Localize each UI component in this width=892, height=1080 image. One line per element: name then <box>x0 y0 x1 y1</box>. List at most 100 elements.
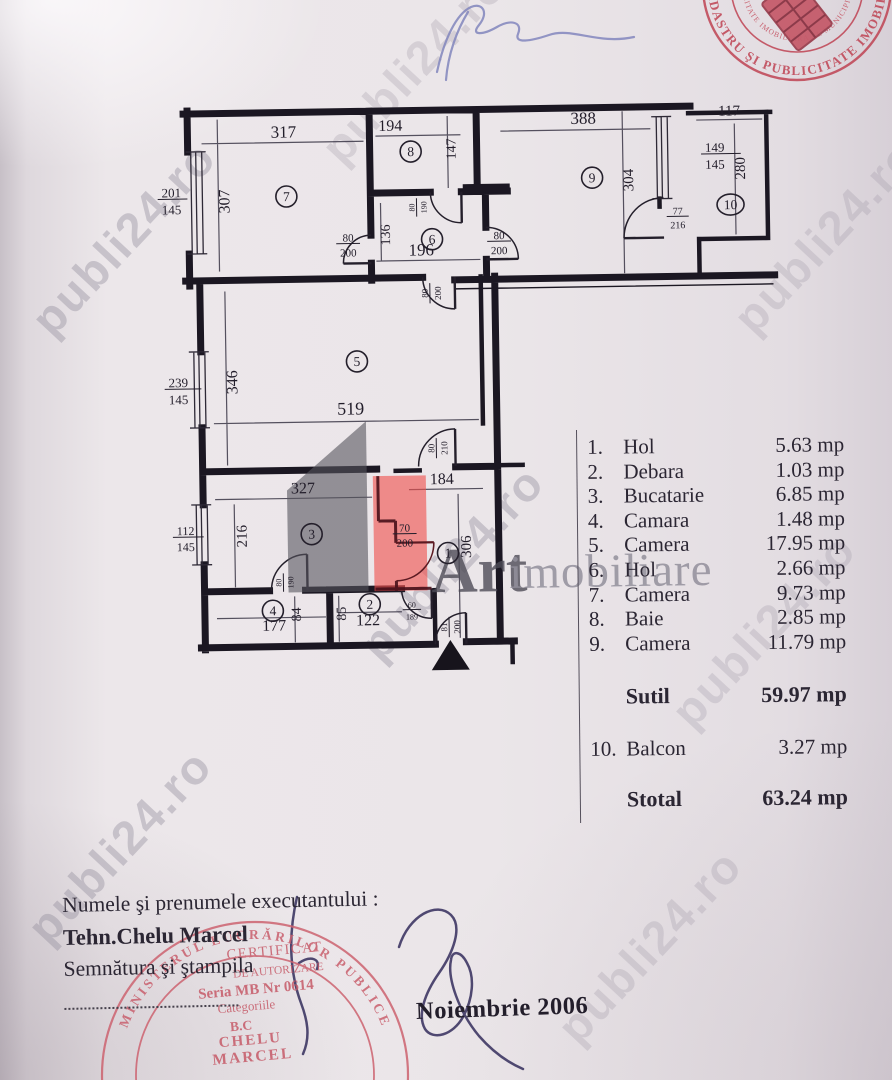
logo-imobiliare-text: imobiliare <box>509 544 713 599</box>
dimension-label: 84 <box>290 607 305 621</box>
dimension-label: 200 <box>433 286 443 300</box>
legend-cell: Camera <box>625 630 691 656</box>
legend-cell: 1. <box>587 434 604 459</box>
room-number-text: 3 <box>308 527 315 542</box>
dimension-label: 519 <box>337 398 364 418</box>
room-number: 4 <box>261 599 285 623</box>
balcon-value: 3.27 mp <box>778 734 848 759</box>
legend-cell: 3. <box>587 483 604 509</box>
dimension-label: 304 <box>621 168 637 191</box>
dimension-label: 189 <box>406 612 418 621</box>
legend-cell: 2. <box>587 459 604 484</box>
room-number-text: 9 <box>589 170 596 185</box>
legend-cell: Hol <box>624 557 657 582</box>
dimension-label: 177 <box>262 618 286 635</box>
room-number: 9 <box>580 166 604 189</box>
legend-cell: 5. <box>588 533 605 558</box>
balcon-label: Balcon <box>626 735 686 761</box>
room-number: 8 <box>399 140 422 163</box>
legend-cell: 9.73 mp <box>776 579 846 605</box>
window-lines <box>185 115 673 566</box>
legend-sutil-row: Sutil 59.97 mp <box>590 681 847 710</box>
dimension-label: 85 <box>335 607 350 621</box>
dimension-label: 60 <box>408 601 416 610</box>
dimension-label: 306 <box>459 535 475 558</box>
dimension-label: 80 <box>426 443 436 453</box>
dimension-label: 80 <box>493 230 505 242</box>
dimension-label: 149 <box>705 140 725 155</box>
legend-cell: Debara <box>623 458 685 484</box>
dimension-label: 216 <box>235 524 251 547</box>
dimension-label: 117 <box>718 103 741 119</box>
sutil-value: 59.97 mp <box>761 681 847 708</box>
stamp-line-chelu: CHELU <box>218 1030 282 1051</box>
stotal-value: 63.24 mp <box>762 783 848 810</box>
dimension-label: 200 <box>491 245 508 257</box>
legend-stotal-row: Stotal 63.24 mp <box>591 783 848 812</box>
handwritten-signature-bottom <box>290 895 525 1071</box>
stamp-line-bc: B.C <box>229 1017 252 1034</box>
dimension-label: 190 <box>419 201 428 213</box>
room-number-text: 6 <box>429 232 436 247</box>
balcon-number: 10. <box>590 736 617 761</box>
legend-cell: 11.79 mp <box>767 628 847 654</box>
legend-cell: 17.95 mp <box>765 530 846 556</box>
sutil-label: Sutil <box>625 683 670 709</box>
dimension-label: 122 <box>356 612 380 629</box>
legend-cell: 7. <box>588 582 605 607</box>
stamp-line-marcel: MARCEL <box>212 1045 294 1069</box>
dimension-label: 200 <box>396 538 413 550</box>
legend-cell: Baie <box>624 606 664 631</box>
stamp-line-categoriile: Categoriile <box>217 996 276 1016</box>
legend-row: 2. Debara 1.03 mp <box>587 457 844 484</box>
legend-cell: 1.03 mp <box>775 456 845 482</box>
dimension-label: 216 <box>670 220 685 231</box>
dimension-label: 210 <box>439 441 449 455</box>
legend-cell: 6.85 mp <box>775 481 845 507</box>
dimension-label: 112 <box>177 524 195 538</box>
room-number: 6 <box>420 227 444 251</box>
dimension-label: 147 <box>444 138 459 159</box>
dimension-label: 80 <box>342 232 354 244</box>
dimension-label: 190 <box>286 576 295 588</box>
legend-cell: 2.66 mp <box>776 555 846 580</box>
legend-cell: Camera <box>624 581 691 607</box>
stotal-label: Stotal <box>626 785 682 812</box>
dimension-label: 201 <box>161 185 181 200</box>
room-number: 3 <box>300 522 323 546</box>
legend-row: 7. Camera 9.73 mp <box>589 580 846 607</box>
room-number-text: 5 <box>353 354 360 369</box>
stamp-coat-of-arms <box>761 0 833 51</box>
legend-cell: 5.63 mp <box>775 432 845 457</box>
dimension-label: 239 <box>168 375 188 390</box>
dimension-label: 317 <box>270 122 296 141</box>
legend-cell: 6. <box>588 557 605 582</box>
certificate-stamp: MINISTERUL LUCRĂRILOR PUBLICE CERTIFICAT… <box>100 920 410 1080</box>
dimension-label: 80 <box>274 579 283 587</box>
legend-row: 6. Hol 2.66 mp <box>588 555 845 582</box>
legend-cell: 2.85 mp <box>777 604 847 630</box>
dimension-lines <box>201 111 763 643</box>
ocpi-stamp: DE CADASTRU ŞI PUBLICITATE IMOBILIARĂ PU… <box>645 0 892 82</box>
dimension-label: 280 <box>733 157 749 180</box>
legend-balcon-row: 10. Balcon 3.27 mp <box>590 734 847 761</box>
walls <box>179 102 779 665</box>
room-number-text: 1 <box>444 546 451 561</box>
signature-caption: Semnătura şi ştampila <box>63 953 254 981</box>
legend-cell: Camara <box>623 507 690 533</box>
dimension-label: 80 <box>407 203 416 211</box>
